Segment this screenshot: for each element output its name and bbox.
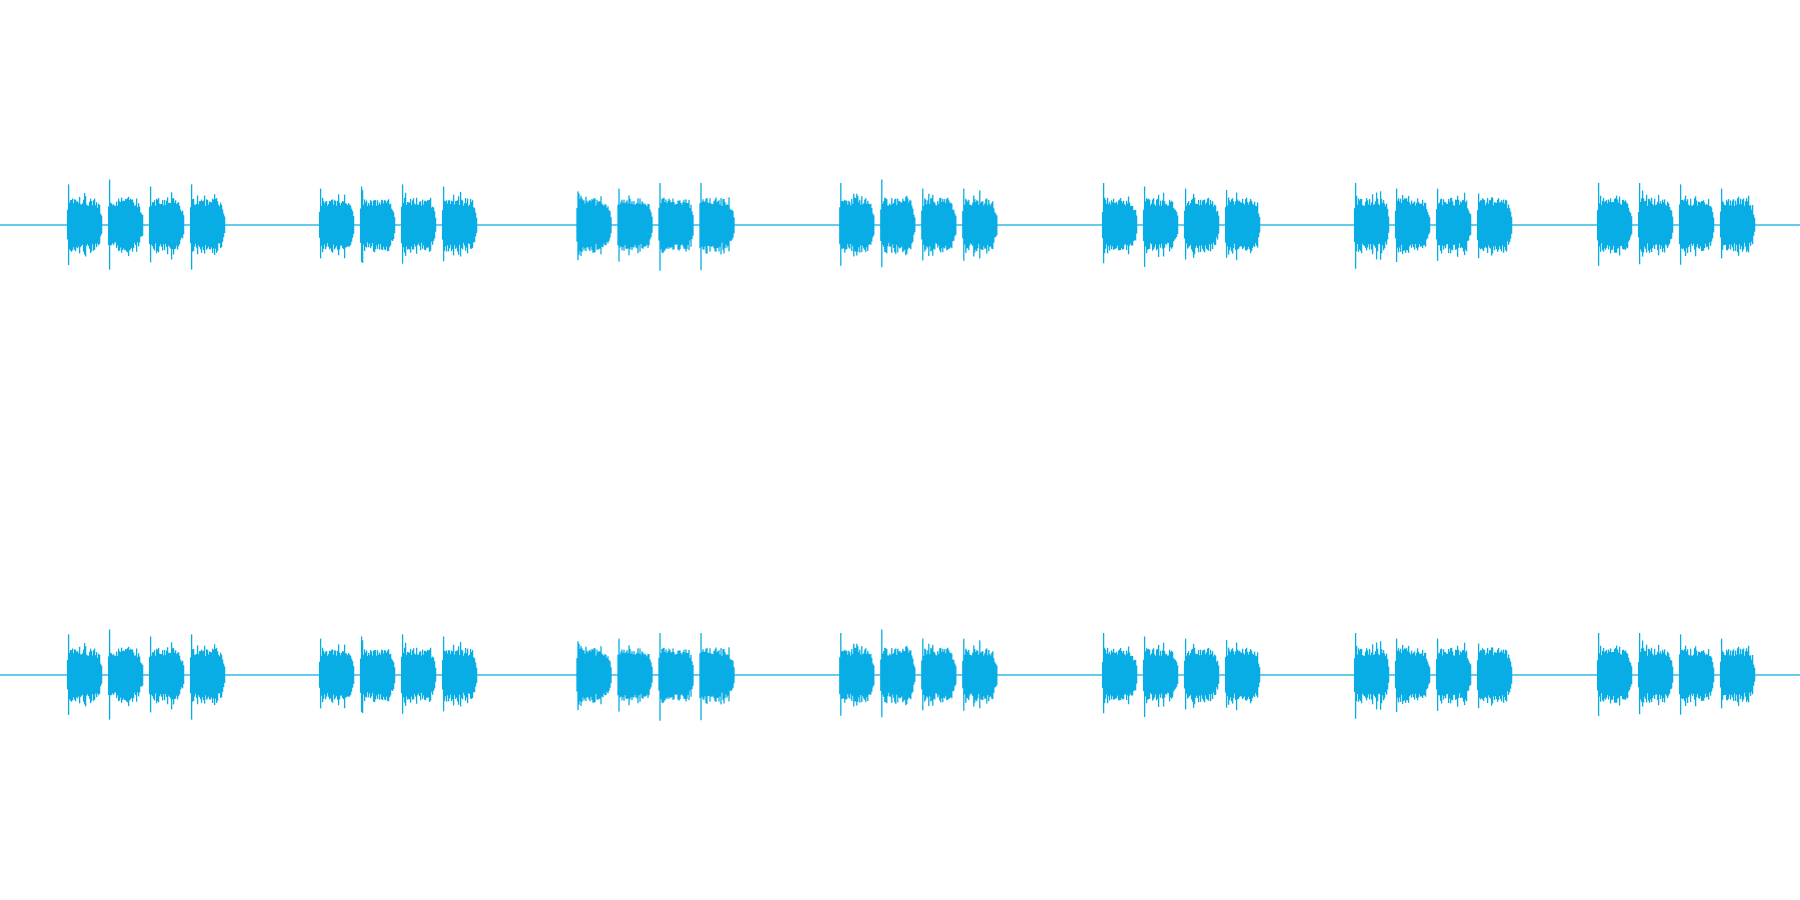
waveform-burst-g4-b4 xyxy=(962,188,998,261)
waveform-burst-g6-b1 xyxy=(1353,633,1390,719)
waveform-burst-g5-b3 xyxy=(1183,188,1220,260)
waveform-burst-g5-b1 xyxy=(1101,183,1138,264)
waveform-burst-g2-b2 xyxy=(359,636,396,713)
waveform-burst-g5-b1 xyxy=(1101,633,1138,714)
waveform-burst-g2-b1 xyxy=(318,188,355,259)
waveform-burst-g6-b3 xyxy=(1435,638,1472,711)
waveform-burst-g3-b1 xyxy=(576,641,612,711)
waveform-burst-g2-b3 xyxy=(400,634,437,714)
waveform-burst-g6-b2 xyxy=(1394,188,1431,262)
waveform-burst-g3-b3 xyxy=(658,183,694,271)
waveform-burst-g1-b2 xyxy=(107,179,144,270)
waveform-burst-g6-b1 xyxy=(1353,183,1390,269)
waveform-burst-g5-b2 xyxy=(1142,186,1179,267)
waveform-burst-g1-b3 xyxy=(148,186,185,263)
waveform-burst-g6-b3 xyxy=(1435,188,1472,261)
channel-2-waveform xyxy=(0,629,1800,721)
waveform-burst-g7-b2 xyxy=(1637,633,1674,715)
waveform-burst-g2-b2 xyxy=(359,186,396,263)
waveform-burst-g6-b2 xyxy=(1394,638,1431,712)
waveform-burst-g4-b3 xyxy=(921,638,957,711)
waveform-burst-g4-b2 xyxy=(880,179,916,268)
waveform-burst-g7-b4 xyxy=(1719,638,1756,709)
waveform-burst-g4-b2 xyxy=(880,629,916,718)
waveform-burst-g7-b1 xyxy=(1596,633,1633,716)
waveform-burst-g1-b1 xyxy=(66,184,103,265)
waveform-burst-g3-b4 xyxy=(699,633,735,721)
channel-1-waveform xyxy=(0,179,1800,271)
waveform-burst-g3-b3 xyxy=(658,633,694,721)
waveform-burst-g7-b3 xyxy=(1678,184,1715,265)
waveform-burst-g1-b4 xyxy=(189,184,226,270)
waveform-burst-g7-b3 xyxy=(1678,634,1715,715)
waveform-burst-g5-b3 xyxy=(1183,638,1220,710)
waveform-burst-g1-b2 xyxy=(107,629,144,720)
waveform-burst-g6-b4 xyxy=(1476,193,1513,259)
waveform-burst-g2-b4 xyxy=(441,636,478,712)
waveform-burst-g3-b2 xyxy=(617,638,653,712)
waveform-burst-g6-b4 xyxy=(1476,643,1513,709)
waveform-burst-g3-b4 xyxy=(699,183,735,271)
waveform-burst-g7-b2 xyxy=(1637,183,1674,265)
waveform-burst-g7-b4 xyxy=(1719,188,1756,259)
waveform-burst-g2-b1 xyxy=(318,638,355,709)
waveform-burst-g3-b1 xyxy=(576,191,612,261)
waveform-burst-g4-b4 xyxy=(962,638,998,711)
waveform-burst-g1-b1 xyxy=(66,634,103,715)
waveform-burst-g2-b3 xyxy=(400,184,437,264)
waveform-burst-g1-b3 xyxy=(148,636,185,713)
waveform-burst-g3-b2 xyxy=(617,188,653,262)
waveform-burst-g4-b1 xyxy=(839,183,875,266)
waveform-burst-g5-b4 xyxy=(1224,190,1261,261)
waveform-burst-g5-b2 xyxy=(1142,636,1179,717)
waveform-burst-g4-b1 xyxy=(839,633,875,716)
waveform-burst-g1-b4 xyxy=(189,634,226,720)
waveform-burst-g2-b4 xyxy=(441,186,478,262)
waveform-burst-g5-b4 xyxy=(1224,640,1261,711)
waveform-burst-g4-b3 xyxy=(921,188,957,261)
waveform-burst-g7-b1 xyxy=(1596,183,1633,266)
